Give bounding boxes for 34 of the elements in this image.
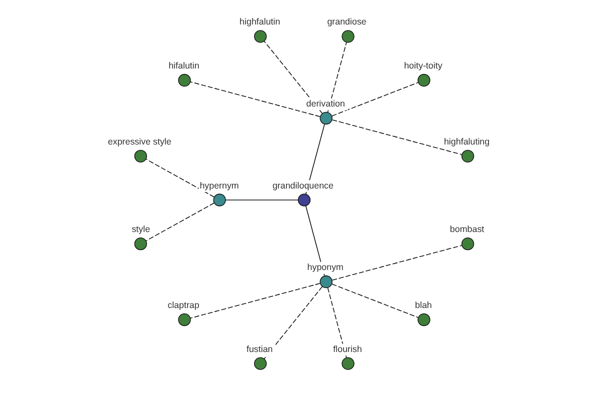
connector (332, 284, 419, 318)
node-label: claptrap (168, 300, 200, 310)
node-text: grandiloquence (272, 180, 334, 190)
node-label: hifalutin (168, 60, 200, 71)
connector (332, 119, 462, 155)
node-circle (461, 150, 474, 163)
node-text: hypernym (200, 180, 239, 190)
connector (264, 286, 323, 360)
node-circle (134, 237, 147, 250)
connector (190, 283, 320, 319)
connector (146, 202, 215, 242)
node-label: bombast (450, 224, 484, 234)
node-label: highfaluting (444, 136, 490, 146)
node-circle (342, 30, 354, 43)
node-circle (178, 313, 191, 326)
connector (327, 287, 347, 358)
connector (264, 40, 323, 114)
node-circle (461, 237, 474, 250)
connector (332, 82, 419, 116)
connector (146, 158, 215, 198)
node-label: style (132, 224, 150, 234)
connector (190, 81, 320, 117)
node-label: expressive style (108, 136, 172, 146)
node-circle (254, 30, 267, 43)
node-circle (178, 74, 191, 87)
node-label: hoity-toity (404, 60, 442, 71)
node-circle (418, 313, 430, 326)
connector (327, 42, 347, 113)
node-label: highfalutin (240, 16, 280, 27)
node-circle (418, 74, 430, 87)
node-circle (134, 150, 147, 163)
node-label: blah (415, 300, 432, 310)
connector (332, 245, 462, 281)
node-label: grandiose (327, 16, 366, 27)
